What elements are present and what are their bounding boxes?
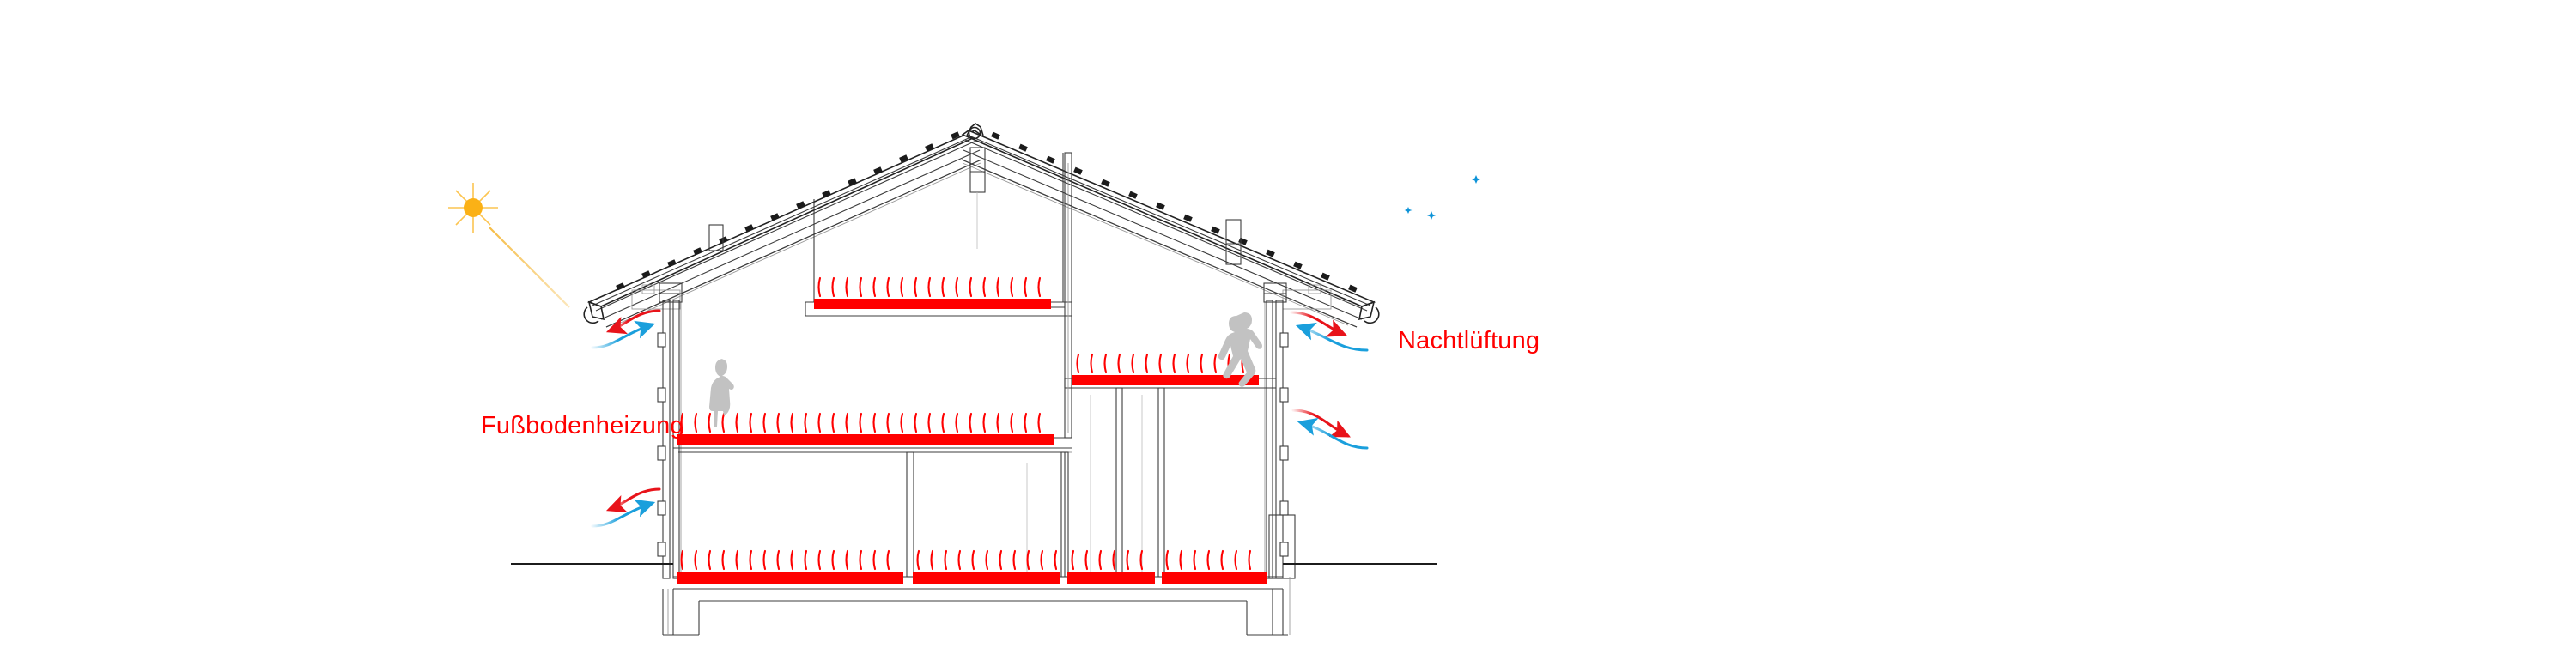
arrow-red-out [605,309,661,335]
interior-walls [678,152,1271,578]
label-fussbodenheizung: Fußbodenheizung [481,412,684,439]
ground-floor-strip-3 [1067,549,1155,584]
moon-icon [1431,191,1448,223]
roof-assembly [583,123,1380,328]
arrow-blue-in [591,320,656,349]
arrow-blue-in [1295,322,1369,352]
upper-floor-left-strip [677,412,1054,445]
arrow-blue-in [1297,417,1369,450]
ground-floor-strip-1 [677,549,903,584]
sun-beam [489,227,570,308]
gutter-left [583,300,605,324]
airflow-right-lower [1291,409,1369,450]
foundation [662,577,1291,636]
rafter-blocks-left [616,131,960,291]
ground-floor-strip-2 [913,549,1060,584]
rafter-blocks-right [991,131,1358,293]
arrow-red-out [605,487,661,513]
eave-detail-right [1282,284,1332,310]
attic-floor-strip [814,276,1051,309]
person-standing [709,359,734,427]
airflow-left-lower [591,487,661,528]
floor-slabs [673,301,1283,590]
arrow-blue-in [591,499,656,528]
eave-detail-left [631,284,681,310]
ridge-cap [966,123,984,140]
upper-floor-right-strip [1072,353,1259,385]
airflow-right-upper [1290,311,1369,352]
person-walking [1218,312,1262,387]
sun-icon [448,183,498,233]
arrow-red-out [1291,409,1351,438]
gutter-right [1358,300,1380,324]
ground-floor-strip-4 [1162,549,1267,584]
label-nachtlueftung: Nachtlüftung [1398,327,1540,354]
attic-structure [708,147,1242,317]
star-icons [1404,175,1481,220]
arrow-red-out [1290,311,1348,337]
exterior-walls [657,282,1296,579]
airflow-left-upper [591,309,661,349]
